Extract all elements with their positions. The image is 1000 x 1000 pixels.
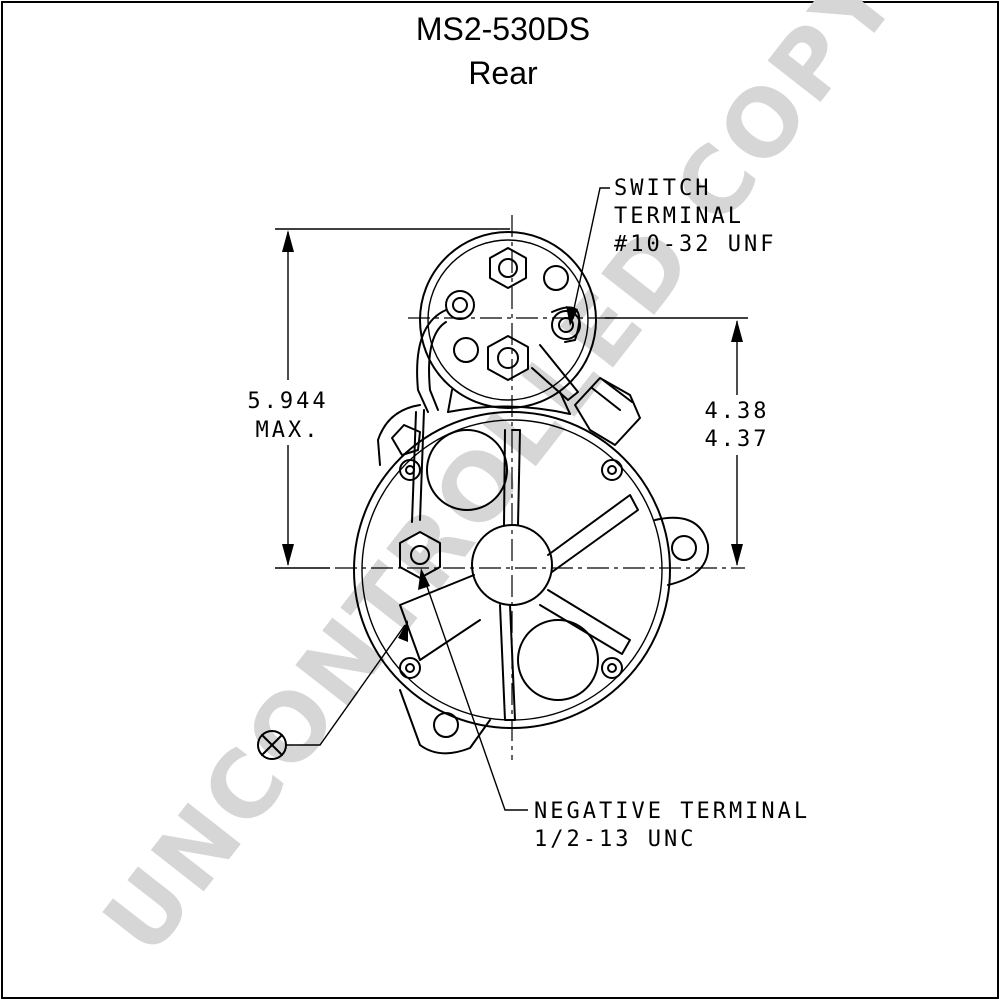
ground-symbol-leader [286,620,408,746]
watermark-text: UNCONTROLLED COPY [83,0,920,974]
starter-body [353,404,710,755]
overall-height-dimension [275,228,510,569]
overall-height-qualifier: MAX. [256,418,321,443]
switch-terminal-leader [566,187,610,326]
switch-terminal-label-line2: TERMINAL [614,204,744,229]
drawing-title: MS2-530DS [416,11,590,47]
switch-terminal-label-line1: SWITCH [614,176,711,201]
ground-circle-x-icon [257,730,287,760]
negative-terminal-label-line2: 1/2-13 UNC [534,827,696,852]
field-stud-nut [574,377,641,446]
drawing-subtitle: Rear [468,55,538,91]
negative-terminal-label-line1: NEGATIVE TERMINAL [534,799,810,824]
overall-height-value: 5.944 [247,389,328,414]
terminal-offset-min: 4.37 [705,427,770,452]
body-top-bolt [391,424,421,456]
solenoid-neck [447,389,571,415]
terminal-offset-max: 4.38 [705,399,770,424]
solenoid-cap [416,231,597,413]
terminal-offset-dimension [605,317,748,566]
switch-terminal-label-line3: #10-32 UNF [614,232,776,257]
negative-terminal-leader [418,568,528,811]
